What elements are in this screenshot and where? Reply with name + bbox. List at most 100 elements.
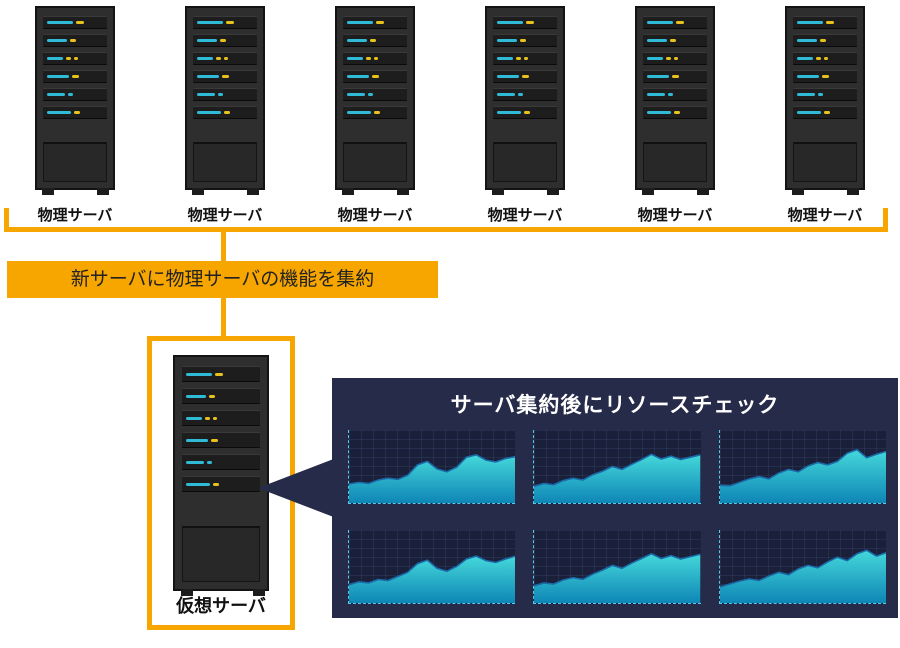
rack-slot <box>182 410 260 426</box>
physical-server: 物理サーバ <box>450 6 600 228</box>
rack-slot <box>182 388 260 404</box>
rack-slot <box>193 88 257 101</box>
physical-server-label: 物理サーバ <box>487 207 563 224</box>
led-bar-cyan <box>347 75 369 78</box>
rack-slot <box>493 88 557 101</box>
led-bar-yellow <box>372 75 379 78</box>
led-bar-cyan <box>347 93 365 96</box>
led-bar-yellow <box>215 372 223 376</box>
rack-slot <box>43 52 107 65</box>
area-chart-svg <box>719 430 886 503</box>
area-chart-svg <box>534 530 701 603</box>
led-bar-cyan <box>647 21 673 24</box>
led-bar-yellow <box>824 57 828 60</box>
bracket-tick-right <box>883 208 888 230</box>
rack-slot <box>182 366 260 382</box>
led-bar-yellow <box>205 416 210 420</box>
rack-slot <box>493 106 557 119</box>
led-bar-cyan <box>207 460 212 464</box>
panel-title: サーバ集約後にリソースチェック <box>450 394 780 417</box>
led-bar-yellow <box>820 39 826 42</box>
rack-slot <box>43 88 107 101</box>
rack-bay <box>193 142 257 182</box>
resource-chart <box>348 530 516 604</box>
server-rack <box>635 6 715 195</box>
rack-bay <box>343 142 407 182</box>
rack-slot <box>793 34 857 47</box>
led-bar-cyan <box>347 111 371 114</box>
led-bar-cyan <box>797 111 821 114</box>
area-chart-svg <box>719 530 886 603</box>
rack-bay <box>643 142 707 182</box>
led-bar-cyan <box>647 93 665 96</box>
led-bar-yellow <box>824 111 830 114</box>
led-bar-cyan <box>186 372 212 376</box>
led-bar-cyan <box>797 93 815 96</box>
rack-slot <box>793 52 857 65</box>
rack-slot <box>343 88 407 101</box>
rack-slot <box>793 88 857 101</box>
physical-server-label: 物理サーバ <box>637 207 713 224</box>
led-bar-yellow <box>522 75 529 78</box>
led-bar-cyan <box>47 111 71 114</box>
rack-slot <box>193 16 257 29</box>
server-rack <box>35 6 115 195</box>
led-bar-cyan <box>647 39 667 42</box>
led-bar-cyan <box>47 93 65 96</box>
led-bar-yellow <box>216 57 221 60</box>
led-bar-cyan <box>47 39 67 42</box>
rack-slot <box>343 52 407 65</box>
led-bar-yellow <box>674 111 680 114</box>
physical-server-label: 物理サーバ <box>37 207 113 224</box>
led-bar-yellow <box>72 75 79 78</box>
rack-bay <box>43 142 107 182</box>
connector-line-upper <box>221 231 226 262</box>
rack-slot <box>493 70 557 83</box>
virtual-server-rack <box>173 355 269 596</box>
led-bar-yellow <box>674 57 678 60</box>
chart-grid <box>348 430 886 604</box>
led-bar-cyan <box>497 57 513 60</box>
led-bar-cyan <box>186 416 202 420</box>
led-bar-yellow <box>222 75 229 78</box>
rack-slot <box>793 16 857 29</box>
server-rack <box>335 6 415 195</box>
led-bar-cyan <box>497 111 521 114</box>
resource-chart <box>533 430 701 504</box>
physical-server-row: 物理サーバ 物理サーバ 物理サーバ 物理サーバ <box>0 6 900 228</box>
physical-server-label: 物理サーバ <box>187 207 263 224</box>
rack-slot <box>182 432 260 448</box>
resource-check-panel: サーバ集約後にリソースチェック <box>332 378 898 618</box>
led-bar-cyan <box>197 111 221 114</box>
led-bar-yellow <box>66 57 71 60</box>
virtual-server-label: 仮想サーバ <box>176 596 266 616</box>
led-bar-yellow <box>224 57 228 60</box>
led-bar-cyan <box>647 75 669 78</box>
led-bar-yellow <box>70 39 76 42</box>
physical-server: 物理サーバ <box>0 6 150 228</box>
area-chart-svg <box>349 430 516 503</box>
led-bar-yellow <box>209 394 215 398</box>
led-bar-yellow <box>526 21 534 24</box>
led-bar-cyan <box>47 21 73 24</box>
rack-bay <box>793 142 857 182</box>
server-rack <box>485 6 565 195</box>
led-bar-yellow <box>520 39 526 42</box>
rack-slot <box>643 16 707 29</box>
rack-slot <box>43 16 107 29</box>
led-bar-yellow <box>224 111 230 114</box>
rack-slot <box>343 34 407 47</box>
rack-slot <box>193 34 257 47</box>
physical-server: 物理サーバ <box>600 6 750 228</box>
led-bar-yellow <box>376 21 384 24</box>
area-chart-svg <box>349 530 516 603</box>
led-bar-yellow <box>226 21 234 24</box>
led-bar-yellow <box>74 111 80 114</box>
led-bar-yellow <box>672 75 679 78</box>
area-chart-svg <box>534 430 701 503</box>
led-bar-cyan <box>818 93 823 96</box>
led-bar-cyan <box>668 93 673 96</box>
rack-slot <box>182 476 260 492</box>
led-bar-cyan <box>197 75 219 78</box>
